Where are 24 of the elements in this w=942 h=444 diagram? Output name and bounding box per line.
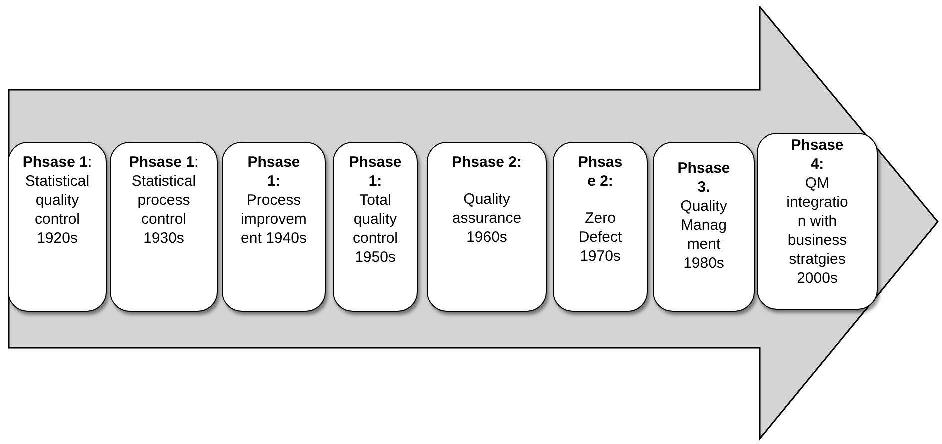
phase-box: [333, 142, 418, 312]
phase-description: Statistical quality control 1920s: [24, 172, 91, 248]
phase-box: [222, 142, 326, 312]
phase-description: Process improvement 1940s: [241, 191, 307, 248]
phase-description: Total quality control 1950s: [352, 191, 400, 267]
phase-heading: Phsase 1:: [129, 153, 199, 172]
phase-heading: Phsase 1:: [348, 153, 403, 191]
phase-heading: Phsase 2:: [452, 153, 522, 172]
phase-box: [553, 142, 648, 312]
phase-heading: Phsase 3.: [677, 159, 731, 197]
phase-heading: Phsase 4:: [790, 136, 845, 174]
phase-box: [8, 142, 107, 312]
phase-box: [757, 133, 878, 310]
phase-heading: Phsase 2:: [577, 153, 624, 191]
phase-description: Statistical process control 1930s: [130, 172, 198, 248]
phase-description: Quality assurance 1960s: [451, 190, 523, 247]
phase-heading: Phsase 1:: [22, 153, 92, 172]
phase-description: QM integration with business stratgies 2000s: [786, 174, 850, 288]
phase-description: Quality Managment 1980s: [680, 197, 728, 273]
phase-heading: Phsase 1:: [246, 153, 302, 191]
phase-description: Zero Defect 1970s: [578, 209, 624, 266]
phase-box: [427, 142, 547, 312]
phase-box: [110, 142, 218, 312]
phase-box: [653, 142, 755, 312]
